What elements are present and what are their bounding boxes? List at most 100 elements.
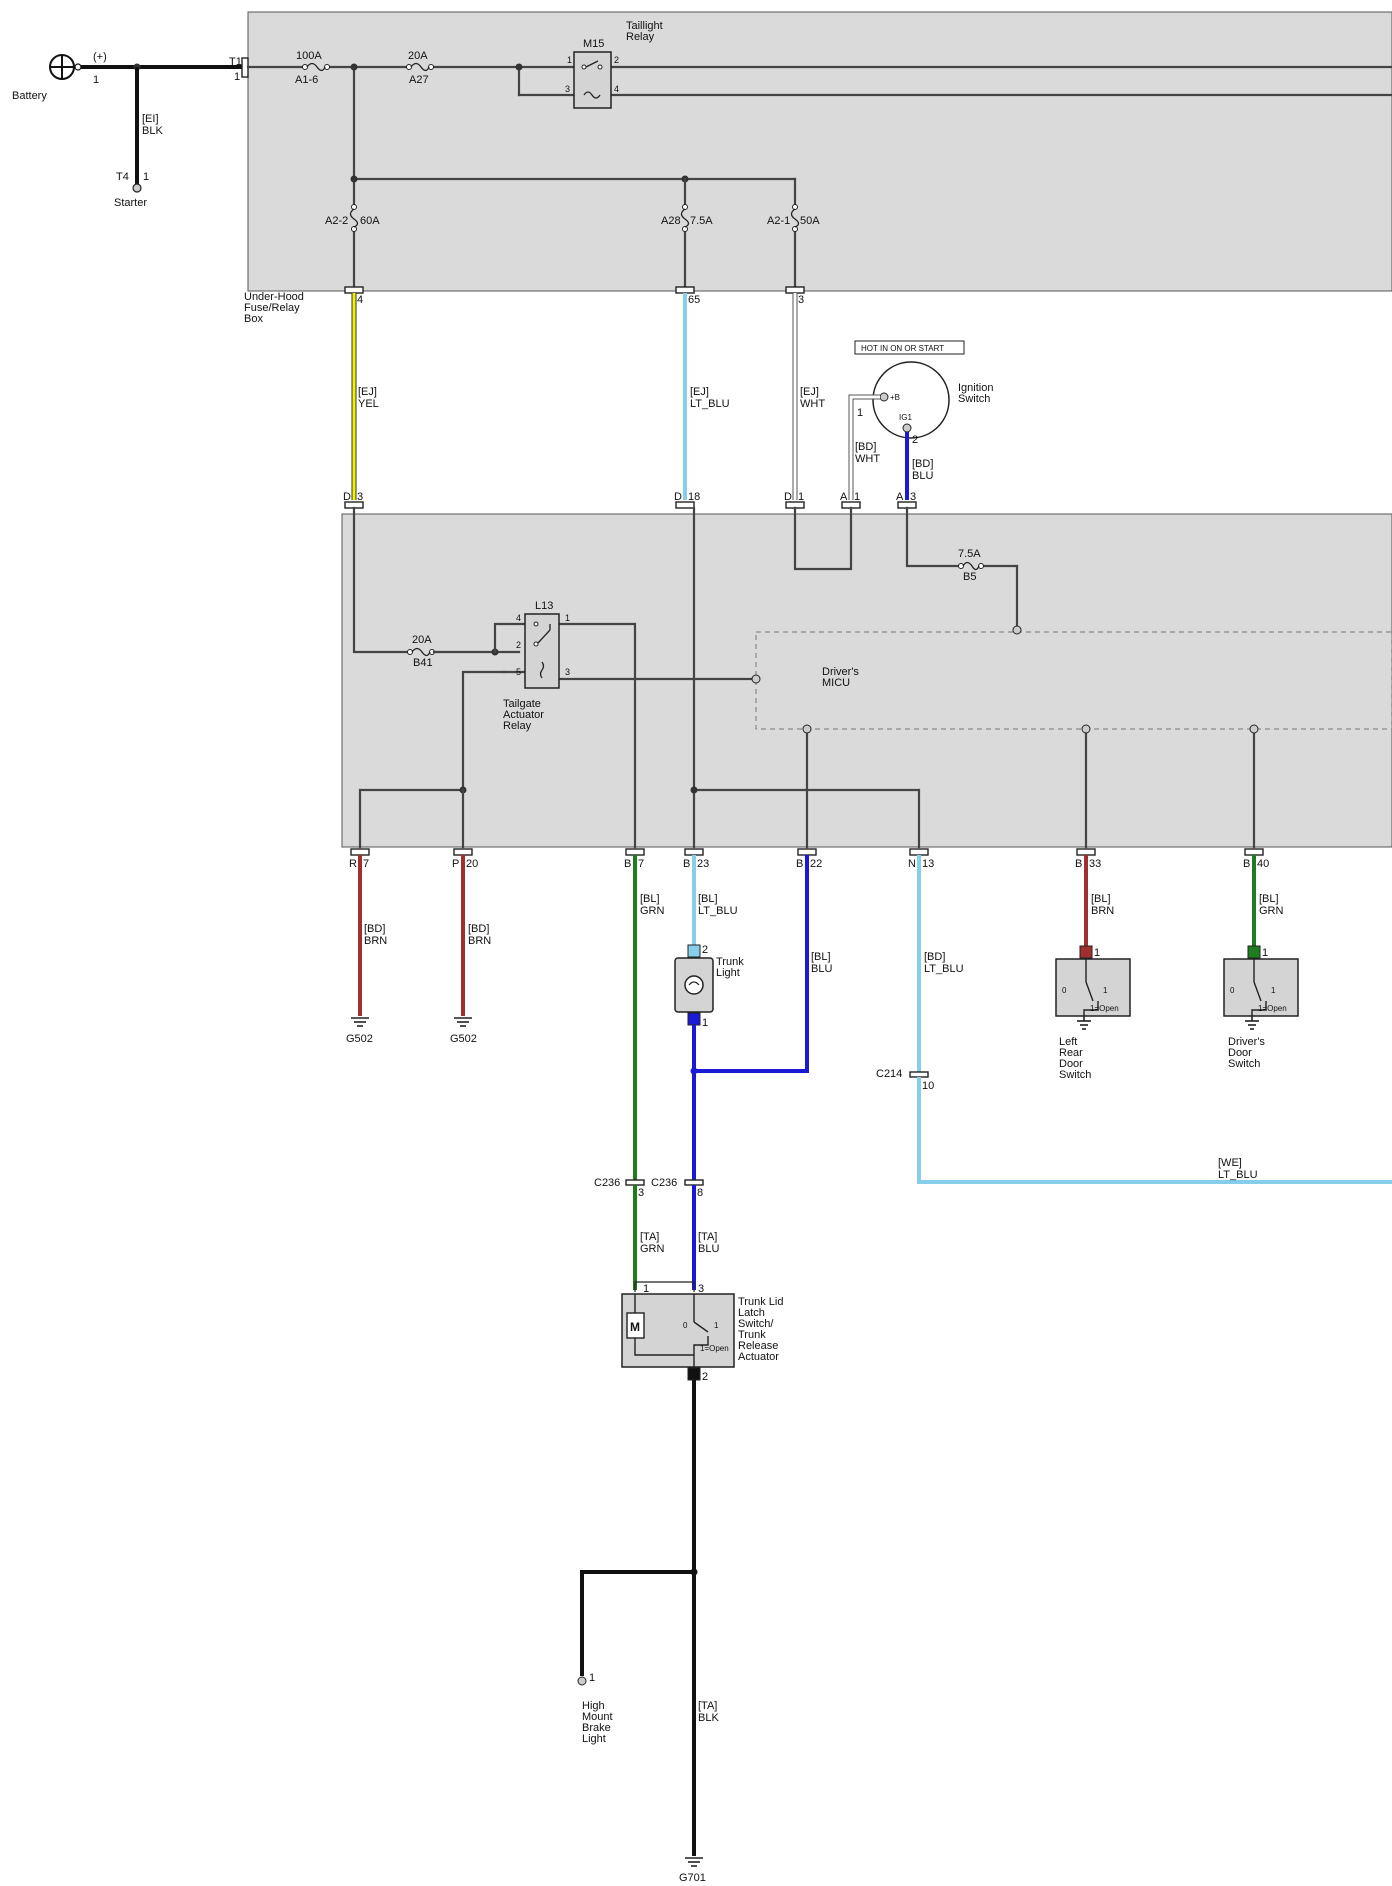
ignition-ig1: IG1 xyxy=(899,413,912,422)
drivers-door-label1: Driver's xyxy=(1228,1036,1265,1048)
battery-pin: 1 xyxy=(93,74,99,86)
ignition-ig1-terminal xyxy=(902,423,912,433)
micu-a3-conn: A xyxy=(896,491,904,503)
fuse-a22-group xyxy=(347,204,361,232)
trunk-lid-label6: Actuator xyxy=(738,1351,779,1363)
c236a-pin: 3 xyxy=(638,1187,644,1199)
wire-ltblu-b23-conn: [BL] xyxy=(698,893,718,905)
m15-switch-arm xyxy=(585,60,599,68)
uh-label2: Fuse/Relay xyxy=(244,302,300,314)
battery-symbol xyxy=(49,54,82,80)
wire-ltblu-1-color: LT_BLU xyxy=(690,398,730,410)
micu-n13-conn: N xyxy=(908,858,916,870)
hmbl-terminal xyxy=(577,1676,587,1686)
micu-p20-conn: P xyxy=(452,858,459,870)
micu-r7-p20 xyxy=(358,788,465,849)
ground-g502a: G502 xyxy=(346,1033,373,1045)
hot-label: HOT IN ON OR START xyxy=(861,344,944,353)
micu-d18-conn: D xyxy=(674,491,682,503)
trunk-light-p2: 2 xyxy=(702,944,708,956)
wire-wht-1-color: WHT xyxy=(800,398,825,410)
micu-d3-conn: D xyxy=(343,491,351,503)
m15-p3: 3 xyxy=(565,84,570,94)
trunk-light-label2: Light xyxy=(716,967,740,979)
hmbl-label2: Mount xyxy=(582,1711,613,1723)
fuse-100a-id: A1-6 xyxy=(295,74,318,86)
left-rear-ground-lead xyxy=(1083,1001,1099,1016)
trunk-lid-ret xyxy=(693,1336,709,1372)
micu-d18-pin: 18 xyxy=(688,491,700,503)
micu-d3-b41 xyxy=(352,506,410,654)
trunk-lid-one: 1 xyxy=(714,1321,719,1330)
micu-d1-pin: 1 xyxy=(798,491,804,503)
drivers-door-zero: 0 xyxy=(1230,986,1235,995)
fuse-b41-symbol xyxy=(411,647,431,657)
micu-b33-input xyxy=(1081,724,1091,734)
wire-we-ltblu-conn: [WE] xyxy=(1218,1157,1242,1169)
wire-blu-1-pin: 2 xyxy=(912,434,918,446)
left-rear-zero: 0 xyxy=(1062,986,1067,995)
drivers-door-arm xyxy=(1253,981,1262,1002)
wire-ta-blu-color: BLU xyxy=(698,1243,719,1255)
wire-ta-blu-conn: [TA] xyxy=(698,1231,717,1243)
fuse-a22-id: A2-2 xyxy=(325,215,348,227)
m15-coil xyxy=(583,91,601,99)
drivers-door-one: 1 xyxy=(1271,986,1276,995)
ignition-switch xyxy=(872,361,950,439)
m15-label1: Taillight xyxy=(626,20,663,32)
hmbl-pin: 1 xyxy=(589,1672,595,1684)
micu-r7-conn: R xyxy=(349,858,357,870)
micu-conn-b7 xyxy=(625,848,645,856)
trunk-lid-zero: 0 xyxy=(683,1321,688,1330)
micu-b7-pin: 7 xyxy=(638,858,644,870)
fuse-a21-amps: 50A xyxy=(800,215,820,227)
micu-b40-input xyxy=(1249,724,1259,734)
trunk-lid-label5: Release xyxy=(738,1340,778,1352)
m15-label2: Relay xyxy=(626,31,655,43)
fuse-a27-end2 xyxy=(428,64,434,70)
starter-wire-conn: [EI] xyxy=(142,113,159,125)
micu-conn-n13 xyxy=(909,848,929,856)
c214-id: C214 xyxy=(876,1068,902,1080)
left-rear-arm xyxy=(1085,981,1094,1002)
fuse-b5-symbol xyxy=(962,561,980,571)
drivers-door-conn xyxy=(1247,945,1261,959)
micu-b22-pin: 22 xyxy=(810,858,822,870)
c236b-pin: 8 xyxy=(697,1187,703,1199)
wire-ltblu-1-conn: [EJ] xyxy=(690,386,709,398)
micu-b40-conn: B xyxy=(1243,858,1250,870)
wire-we-ltblu-color: LT_BLU xyxy=(1218,1169,1258,1181)
left-rear-switch xyxy=(1055,958,1131,1017)
micu-conn-d18 xyxy=(675,501,695,509)
c236a-id: C236 xyxy=(594,1177,620,1189)
l13-label2: Actuator xyxy=(503,709,544,721)
l13-p1: 1 xyxy=(565,613,570,623)
ignition-b: +B xyxy=(890,393,900,402)
left-rear-label1: Left xyxy=(1059,1036,1077,1048)
trunk-lid-p3: 3 xyxy=(698,1283,704,1295)
c214-connector xyxy=(909,1071,929,1078)
wire-ta-grn-color: GRN xyxy=(640,1243,665,1255)
micu-a3-pin: 3 xyxy=(910,491,916,503)
trunk-lid-p1: 1 xyxy=(643,1283,649,1295)
m15-p2: 2 xyxy=(614,55,619,65)
micu-l13-p5 xyxy=(461,670,506,792)
micu-l13-p1 xyxy=(557,622,637,849)
fuse-a21-id: A2-1 xyxy=(767,215,790,227)
micu-p20-pin: 20 xyxy=(466,858,478,870)
wire-wht-1-conn: [EJ] xyxy=(800,386,819,398)
fuse-100a-symbol xyxy=(306,62,326,72)
l13-coil xyxy=(539,661,545,679)
micu-conn-p20 xyxy=(453,848,473,856)
trunk-lid-arm xyxy=(693,1321,709,1333)
l13-contact-a xyxy=(533,621,539,627)
wire-wht-2-pin: 1 xyxy=(857,407,863,419)
left-rear-label4: Switch xyxy=(1059,1069,1091,1081)
wire-ltblu-b23-color: LT_BLU xyxy=(698,905,738,917)
c236b-connector xyxy=(684,1179,704,1186)
uh-label1: Under-Hood xyxy=(244,291,304,303)
wire-brn-r7-color: BRN xyxy=(364,935,387,947)
uh-pin-4: 4 xyxy=(357,294,363,306)
uh-pin-3: 3 xyxy=(798,294,804,306)
